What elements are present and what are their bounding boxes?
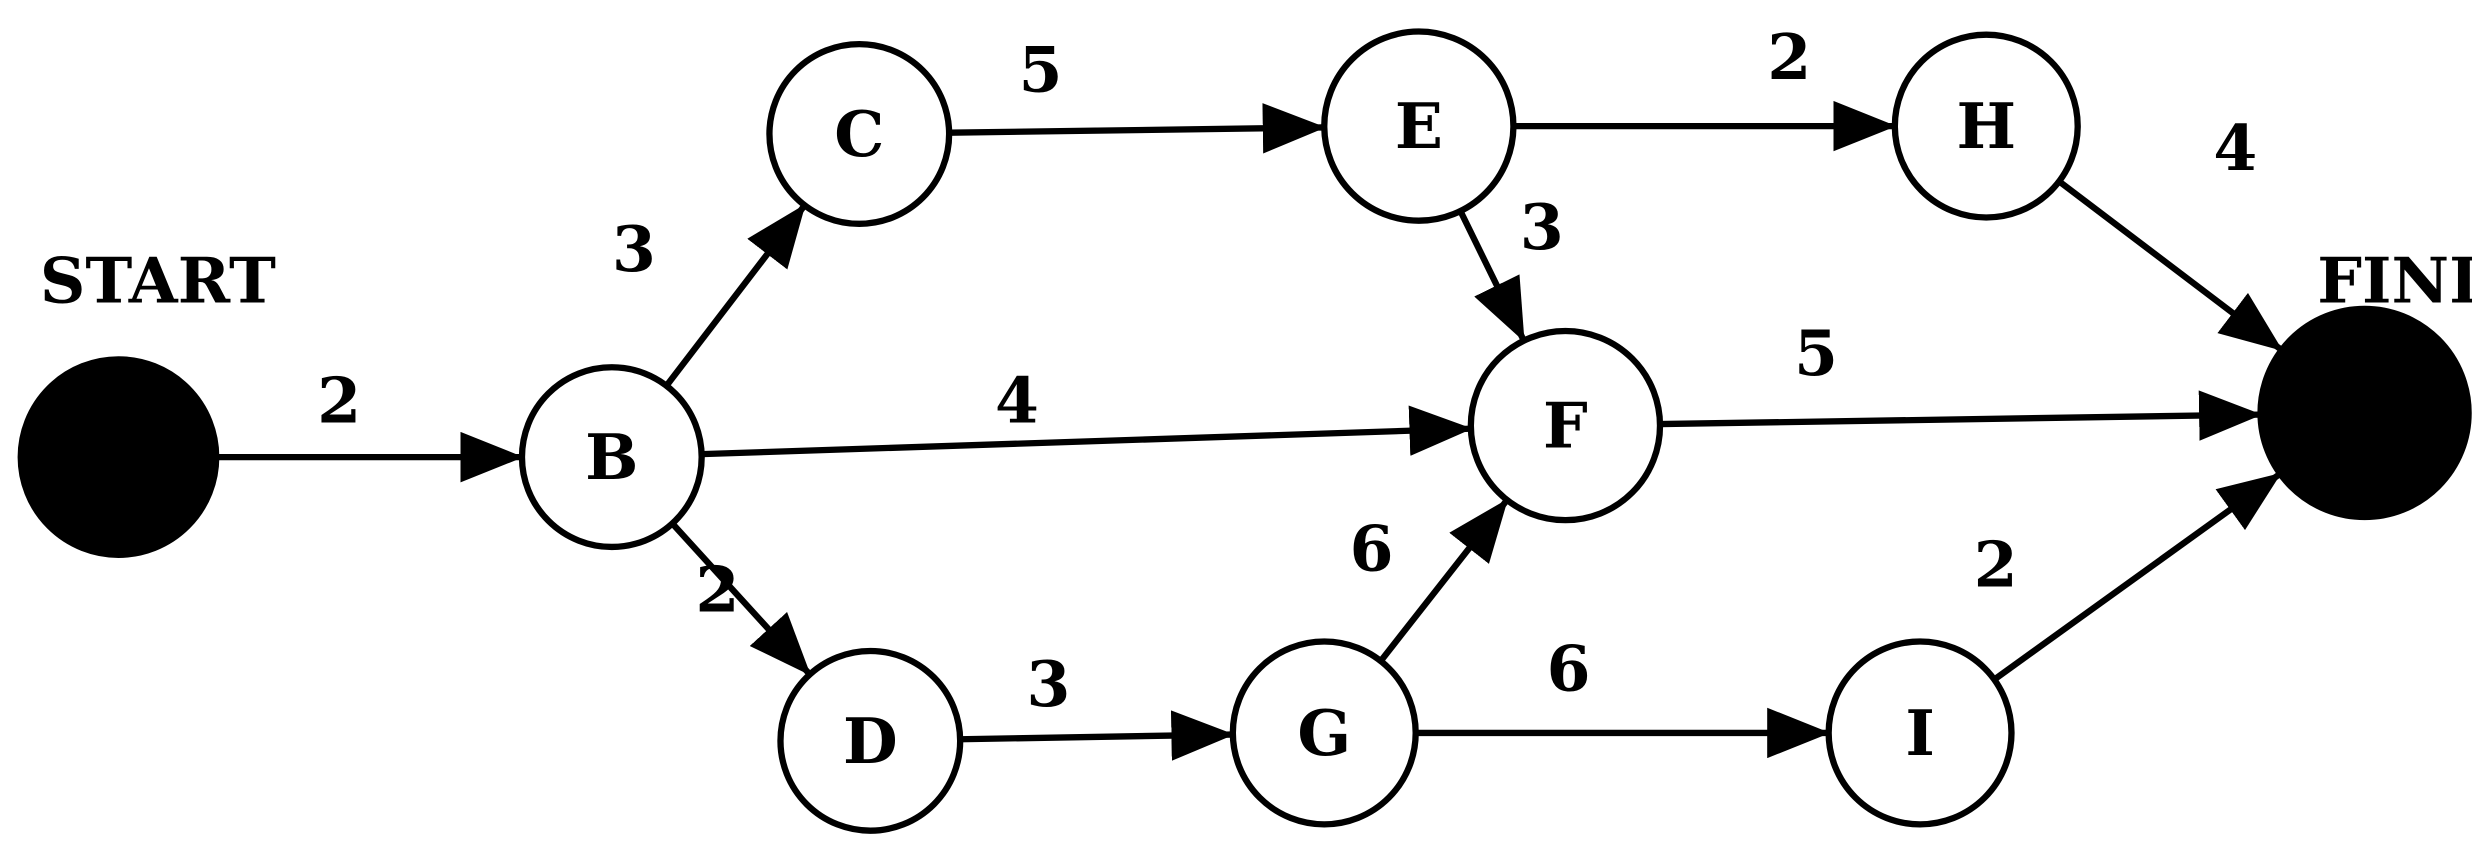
finish-label: FINI [2317,244,2472,318]
edge-c-e [949,103,1326,154]
node-c [766,40,953,227]
node-label-c: C [834,97,884,171]
node-f [1467,327,1664,524]
edge-weight-i-finish: 2 [1974,527,2018,601]
start-label: START [40,244,276,318]
edge-weight-d-g: 3 [1027,647,1071,721]
edge-weight-b-c: 3 [612,212,656,286]
edge-weight-c-e: 5 [1019,32,1063,106]
node-d [777,647,964,834]
edge-weight-g-f: 6 [1350,512,1394,586]
edge-f-finish [1659,390,2263,441]
edge-b-c [663,204,807,388]
edge-h-finish [2057,178,2283,352]
node-label-e: E [1395,89,1443,163]
edge-i-finish [1992,472,2282,683]
edge-e-f [1457,209,1526,343]
node-i [1825,638,2015,828]
node-e [1321,28,1517,224]
node-label-d: D [843,704,898,778]
node-label-b: B [585,420,638,494]
edge-weight-e-f: 3 [1520,190,1564,264]
node-finish [2257,305,2472,521]
node-label-i: I [1905,696,1934,770]
node-label-h: H [1956,89,2016,163]
edge-weight-e-h: 2 [1767,20,1811,94]
edge-g-f [1378,498,1509,663]
edge-weight-b-f: 4 [995,363,1039,437]
node-h [1891,31,2081,221]
edge-weight-start-b: 2 [317,363,361,437]
edge-weight-g-i: 6 [1547,631,1591,705]
edge-weight-f-finish: 5 [1794,316,1838,390]
edge-weight-b-d: 2 [695,553,739,627]
node-label-f: F [1543,389,1588,463]
node-label-g: G [1297,696,1351,770]
edge-weight-h-finish: 4 [2213,111,2257,185]
edge-d-g [960,710,1235,761]
edge-b-f [701,405,1473,458]
edge-b-d [670,521,812,676]
node-b [518,364,705,551]
node-g [1229,638,1419,828]
node-start [17,356,220,558]
